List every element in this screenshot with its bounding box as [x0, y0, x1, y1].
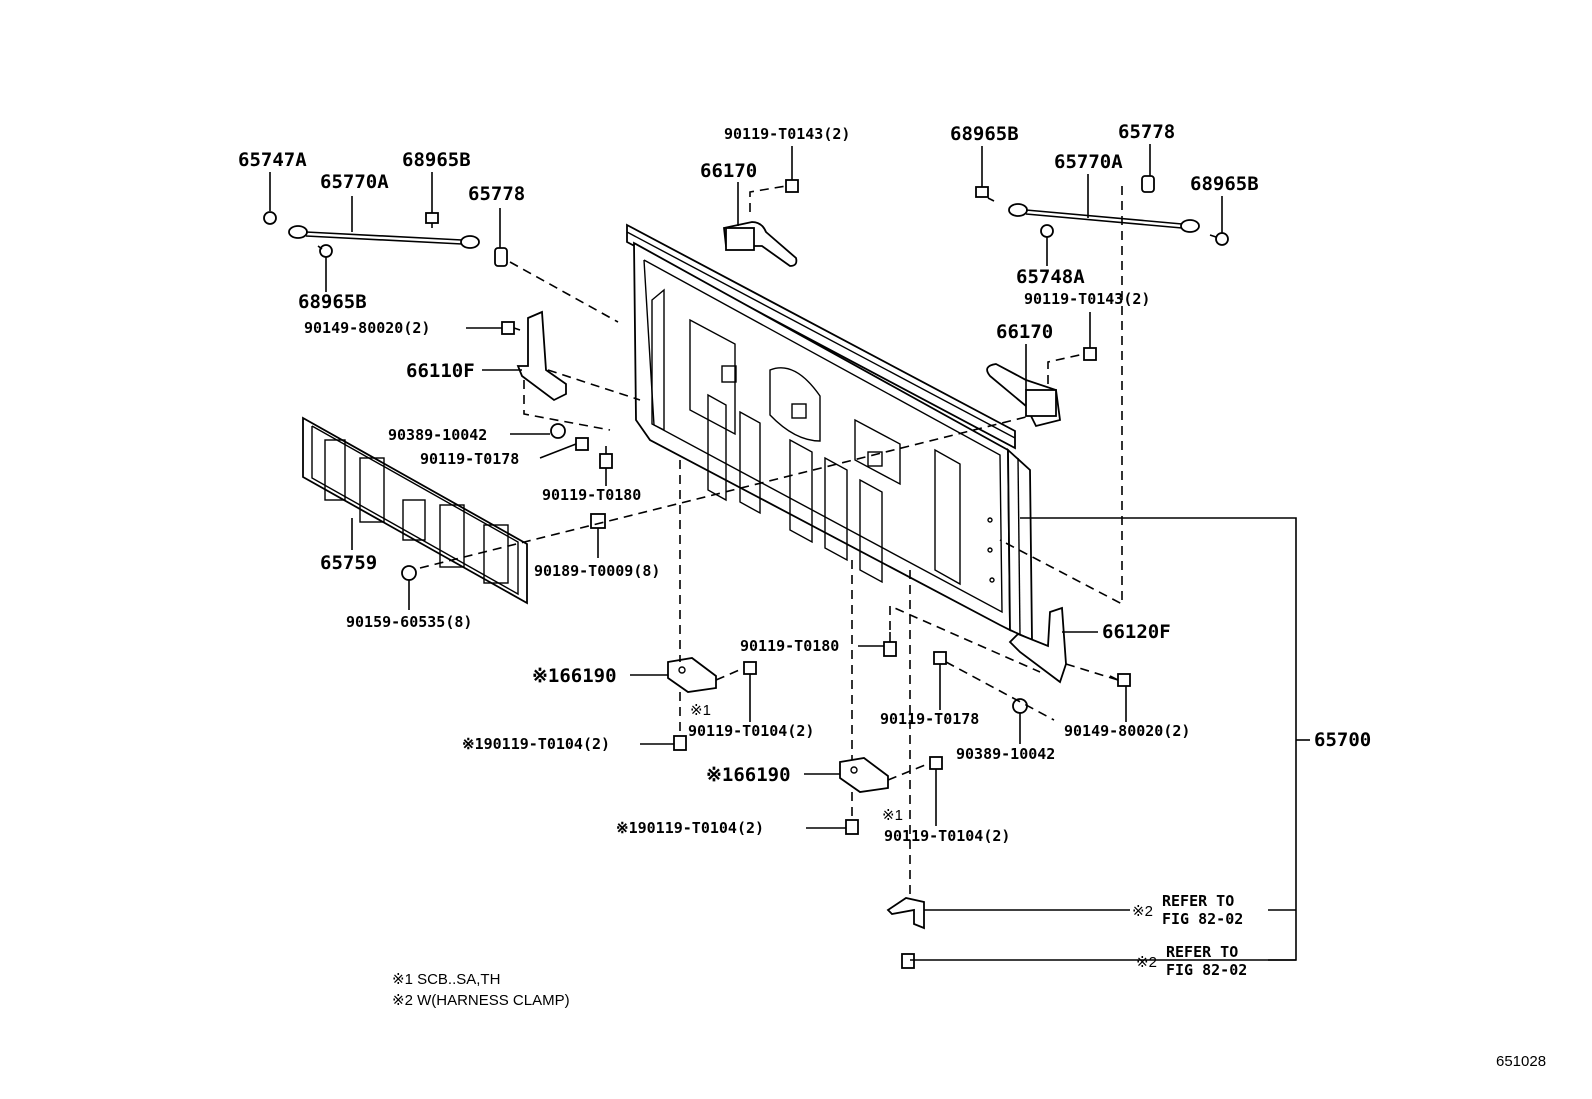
- bolt-90149-80020-right: [1109, 673, 1131, 687]
- part-labels: 65747A 65770A 68965B 65778 68965B 90119-…: [238, 121, 1371, 979]
- bracket-66120f: [1008, 606, 1067, 684]
- clip-65778-right: [1141, 175, 1155, 193]
- note-harness-clamp: ※2 W(HARNESS CLAMP): [392, 992, 570, 1009]
- label-65748a: 65748A: [1016, 266, 1085, 288]
- harness-clamp-clip: [901, 953, 915, 969]
- assembly-dashed-lines: [419, 185, 1123, 898]
- bolt-90119-t0104-lower: [929, 756, 943, 770]
- label-refer-lower-2: FIG 82-02: [1166, 961, 1247, 979]
- label-90159-60535: 90159-60535(8): [346, 613, 472, 631]
- label-66110f: 66110F: [406, 360, 475, 382]
- label-65759: 65759: [320, 552, 377, 574]
- hinge-166190-lower: [839, 757, 889, 793]
- label-166190-upper: ※166190: [532, 665, 617, 687]
- label-90149-80020-right: 90149-80020(2): [1064, 722, 1190, 740]
- bolt-90119-t0143-top: [785, 168, 799, 193]
- label-190119-t0104-lower: ※190119-T0104(2): [616, 819, 764, 837]
- label-90119-t0143-top: 90119-T0143(2): [724, 125, 850, 143]
- label-90119-t0143-right: 90119-T0143(2): [1024, 290, 1150, 308]
- bolt-90119-t0143-right: [1083, 347, 1097, 361]
- label-166190-lower: ※166190: [706, 764, 791, 786]
- label-65778-left: 65778: [468, 183, 525, 205]
- nut-90389-10042-left: [550, 423, 566, 439]
- label-65770a-right: 65770A: [1054, 151, 1123, 173]
- figure-number: 651028: [1496, 1053, 1546, 1070]
- label-66120f: 66120F: [1102, 621, 1171, 643]
- label-90119-t0104-upper: 90119-T0104(2): [688, 722, 814, 740]
- bolt-68965b-top-left: [425, 212, 439, 228]
- label-66170-right: 66170: [996, 321, 1053, 343]
- label-x1-lower: ※1: [882, 807, 903, 824]
- handle-66170-right: [986, 363, 1061, 428]
- bolt-90119-t0104-upper: [743, 661, 757, 675]
- bolt-190119-t0104-lower: [845, 819, 859, 835]
- bolt-90119-t0180-right: [883, 632, 897, 657]
- footnotes: ※1 SCB..SA,TH ※2 W(HARNESS CLAMP) 651028: [392, 971, 1546, 1070]
- note-scb: ※1 SCB..SA,TH: [392, 971, 500, 988]
- label-190119-t0104-upper: ※190119-T0104(2): [462, 735, 610, 753]
- label-65770a-left: 65770A: [320, 171, 389, 193]
- label-90119-t0178-left: 90119-T0178: [420, 450, 519, 468]
- bolt-68965b-bottom-left: [317, 244, 333, 258]
- label-68965b-top-left: 68965B: [402, 149, 471, 171]
- label-90119-t0180-right: 90119-T0180: [740, 637, 839, 655]
- screw-90159-60535: [401, 565, 417, 581]
- bolt-68965b-right: [1209, 232, 1229, 246]
- label-90119-t0178-right: 90119-T0178: [880, 710, 979, 728]
- label-65700: 65700: [1314, 729, 1371, 751]
- cap-65748a: [1040, 224, 1054, 238]
- label-66170-left: 66170: [700, 160, 757, 182]
- bolt-90119-t0178-right: [933, 651, 947, 665]
- label-68965b-right: 68965B: [1190, 173, 1259, 195]
- bolt-90119-t0180-left: [599, 446, 613, 469]
- label-x1-upper: ※1: [690, 702, 711, 719]
- bolt-190119-t0104-upper: [673, 735, 687, 751]
- clip-90189-t0009: [590, 513, 606, 529]
- cap-65747a: [263, 211, 277, 225]
- left-support-cable: [288, 225, 480, 249]
- label-90119-t0104-lower: 90119-T0104(2): [884, 827, 1010, 845]
- label-65747a: 65747A: [238, 149, 307, 171]
- label-x2-upper: ※2: [1132, 903, 1153, 920]
- label-90149-80020-left: 90149-80020(2): [304, 319, 430, 337]
- label-68965b-bottom-left: 68965B: [298, 291, 367, 313]
- label-90189-t0009: 90189-T0009(8): [534, 562, 660, 580]
- harness-clamp-bracket: [886, 897, 925, 930]
- label-refer-upper-2: FIG 82-02: [1162, 910, 1243, 928]
- label-68965b-top-right: 68965B: [950, 123, 1019, 145]
- bolt-68965b-top-right: [975, 186, 995, 202]
- label-90389-10042-left: 90389-10042: [388, 426, 487, 444]
- label-65778-right: 65778: [1118, 121, 1175, 143]
- bracket-66110f: [516, 310, 567, 402]
- bolt-90119-t0178-left: [575, 437, 589, 451]
- label-90119-t0180-left: 90119-T0180: [542, 486, 641, 504]
- hinge-166190-upper: [667, 657, 717, 693]
- right-support-cable: [1008, 203, 1200, 233]
- tailgate-panel: [626, 223, 1033, 642]
- label-x2-lower: ※2: [1136, 954, 1157, 971]
- label-refer-lower-1: REFER TO: [1166, 943, 1238, 961]
- label-90389-10042-right: 90389-10042: [956, 745, 1055, 763]
- panel-65759: [302, 416, 528, 605]
- leader-lines: [269, 144, 1310, 961]
- bolt-90149-80020-left: [501, 321, 521, 335]
- handle-66170-left: [723, 221, 798, 267]
- clip-65778-left: [494, 247, 508, 267]
- label-refer-upper-1: REFER TO: [1162, 892, 1234, 910]
